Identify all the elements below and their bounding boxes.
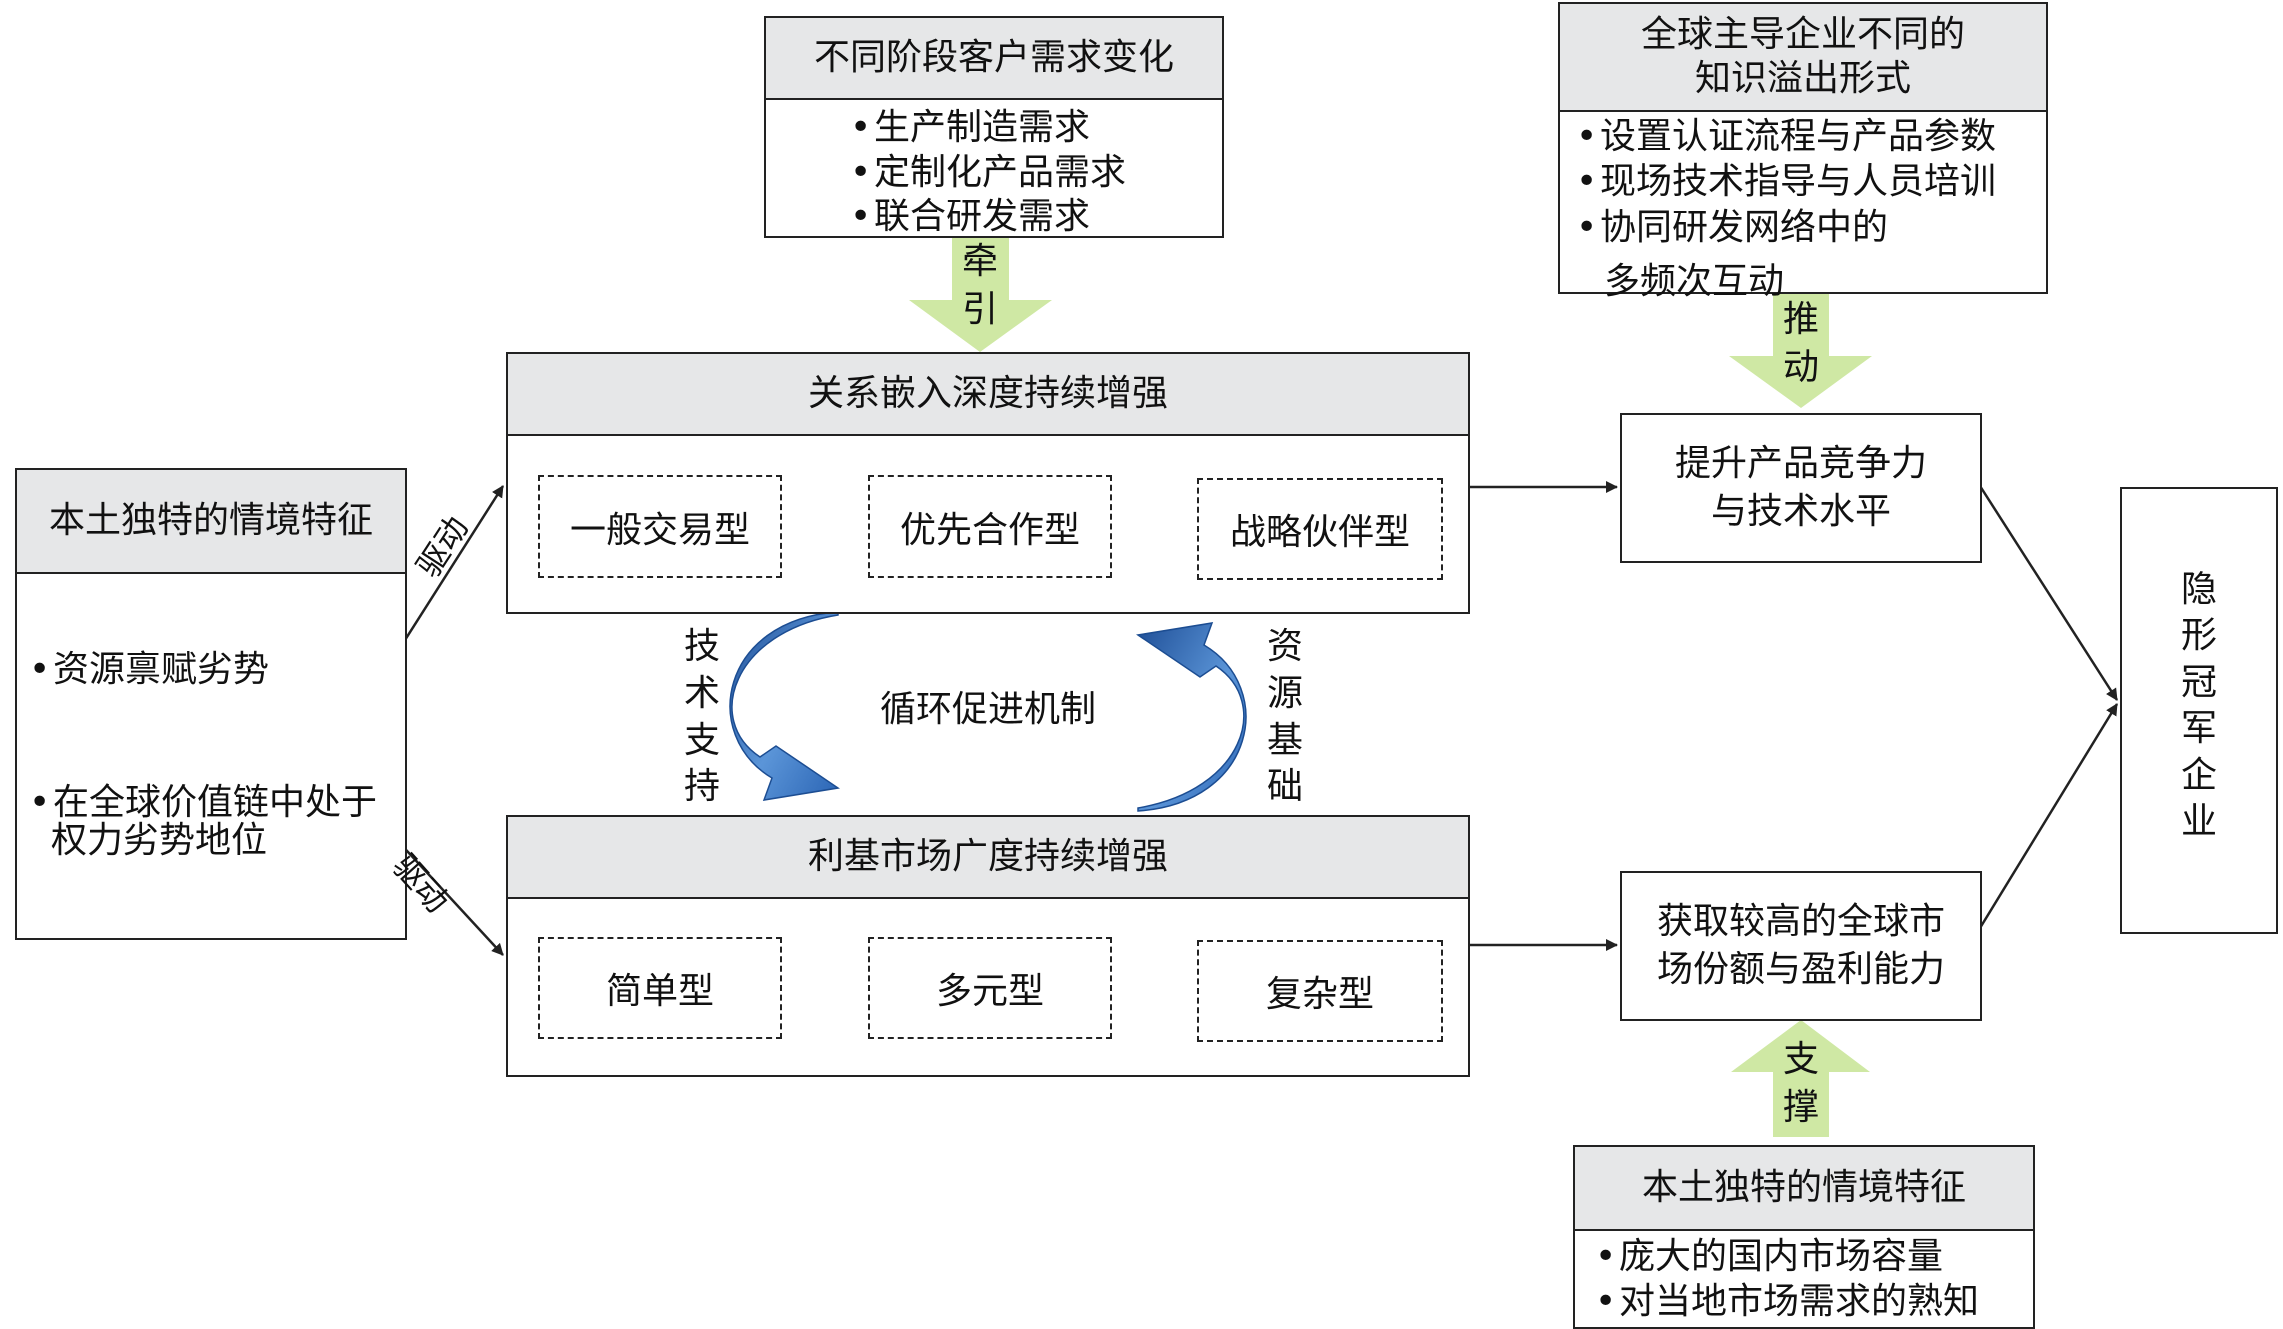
hidden-champion-char: 业: [2180, 801, 2217, 843]
stage-box-complex: 复杂型: [1197, 940, 1443, 1042]
tech-support-label: 技 术 支 持: [680, 624, 724, 811]
pull-label: 牵 引: [958, 238, 1002, 333]
resource-base-char: 资: [1266, 626, 1303, 667]
outcome-line: 场份额与盈利能力: [1656, 949, 1945, 990]
list-item: 庞大的国内市场容量: [1583, 1235, 2033, 1280]
customer-demand-title: 不同阶段客户需求变化: [766, 18, 1222, 100]
list-item: 现场技术指导与人员培训: [1564, 159, 2046, 205]
tech-support-char: 技: [683, 626, 720, 667]
outcome-market-share-box: 获取较高的全球市 场份额与盈利能力: [1620, 871, 1982, 1021]
blue-curved-arrow-right: [1136, 622, 1247, 812]
hidden-champion-char: 军: [2180, 708, 2217, 750]
list-item: 联合研发需求: [838, 195, 1222, 240]
local-context-title: 本土独特的情境特征: [17, 470, 405, 574]
stage-box-simple: 简单型: [538, 937, 782, 1039]
list-item: 对当地市场需求的熟知: [1583, 1280, 2033, 1325]
local-context-list: 资源禀赋劣势 在全球价值链中处于: [17, 648, 405, 825]
blue-curved-arrow-left: [729, 611, 840, 801]
customer-demand-box: 不同阶段客户需求变化 生产制造需求 定制化产品需求 联合研发需求: [764, 16, 1224, 240]
list-item: 资源禀赋劣势: [17, 648, 405, 693]
hidden-champion-char: 隐: [2180, 569, 2217, 610]
relation-embedding-title: 关系嵌入深度持续增强: [508, 354, 1468, 436]
knowledge-spillover-title-line: 全球主导企业不同的: [1640, 14, 1965, 56]
pull-label-char: 引: [961, 288, 998, 330]
stage-box-strategic-partner: 战略伙伴型: [1197, 478, 1443, 580]
green-arrow-bottom: [1731, 1020, 1870, 1137]
knowledge-spillover-continuation: 多频次互动: [1604, 261, 1785, 302]
pull-label-char: 牵: [961, 241, 998, 282]
list-item: 定制化产品需求: [838, 151, 1222, 196]
outcome-line: 提升产品竞争力: [1674, 443, 1927, 485]
push-label-char: 推: [1782, 299, 1819, 340]
resource-base-char: 源: [1266, 672, 1303, 714]
domestic-context-list: 庞大的国内市场容量 对当地市场需求的熟知: [1583, 1235, 2033, 1324]
support-label: 支 撑: [1779, 1036, 1823, 1131]
outcome-competitiveness-text: 提升产品竞争力 与技术水平: [1622, 415, 1980, 561]
outcome-market-share-text: 获取较高的全球市 场份额与盈利能力: [1622, 873, 1980, 1019]
tech-support-char: 持: [683, 766, 720, 808]
stage-box-diversified: 多元型: [868, 937, 1112, 1039]
hidden-champion-char: 形: [2180, 615, 2217, 657]
knowledge-spillover-list: 设置认证流程与产品参数 现场技术指导与人员培训 协同研发网络中的: [1564, 114, 2046, 250]
stage-box-general-transaction: 一般交易型: [538, 475, 782, 578]
push-label: 推 动: [1779, 296, 1823, 391]
hidden-champion-box: 隐 形 冠 军 企 业: [2120, 487, 2278, 934]
knowledge-spillover-box: 全球主导企业不同的 知识溢出形式 设置认证流程与产品参数 现场技术指导与人员培训…: [1558, 2, 2048, 302]
resource-base-label: 资 源 基 础: [1263, 624, 1307, 811]
outcome-line: 获取较高的全球市: [1656, 901, 1945, 943]
support-label-char: 支: [1782, 1039, 1819, 1080]
list-item: 在全球价值链中处于: [17, 781, 405, 826]
support-label-char: 撑: [1782, 1086, 1819, 1128]
hidden-champion-char: 冠: [2180, 661, 2217, 703]
local-context-continuation: 权力劣势地位: [51, 820, 268, 861]
tech-support-char: 术: [683, 672, 720, 714]
outcome-top-to-final-arrow: [1978, 485, 2119, 701]
outcome-line: 与技术水平: [1710, 491, 1891, 532]
knowledge-spillover-title: 全球主导企业不同的 知识溢出形式: [1560, 4, 2046, 112]
push-label-char: 动: [1782, 346, 1819, 388]
resource-base-char: 基: [1266, 719, 1303, 761]
customer-demand-list: 生产制造需求 定制化产品需求 联合研发需求: [838, 106, 1222, 240]
local-context-box: 本土独特的情境特征 资源禀赋劣势 在全球价值链中处于 权力劣势地位: [15, 468, 407, 940]
stage-box-priority-cooperation: 优先合作型: [868, 475, 1112, 578]
tech-support-char: 支: [683, 719, 720, 761]
knowledge-spillover-title-line: 知识溢出形式: [1694, 58, 1911, 99]
green-arrow-top: [909, 238, 1052, 352]
hidden-champion-char: 企: [2180, 754, 2217, 796]
domestic-context-title: 本土独特的情境特征: [1575, 1147, 2033, 1231]
domestic-context-box: 本土独特的情境特征 庞大的国内市场容量 对当地市场需求的熟知: [1573, 1145, 2035, 1329]
resource-base-char: 础: [1266, 766, 1303, 808]
outcome-bottom-to-final-arrow: [1978, 703, 2119, 929]
cycle-mechanism-label: 循环促进机制: [879, 689, 1096, 731]
outcome-competitiveness-box: 提升产品竞争力 与技术水平: [1620, 413, 1982, 563]
list-item: 设置认证流程与产品参数: [1564, 114, 2046, 160]
list-item: 协同研发网络中的: [1564, 205, 2046, 251]
hidden-champion-text: 隐 形 冠 军 企 业: [2122, 567, 2276, 846]
list-item: 生产制造需求: [838, 106, 1222, 151]
niche-market-title: 利基市场广度持续增强: [508, 817, 1468, 899]
green-arrow-topright: [1729, 294, 1872, 408]
